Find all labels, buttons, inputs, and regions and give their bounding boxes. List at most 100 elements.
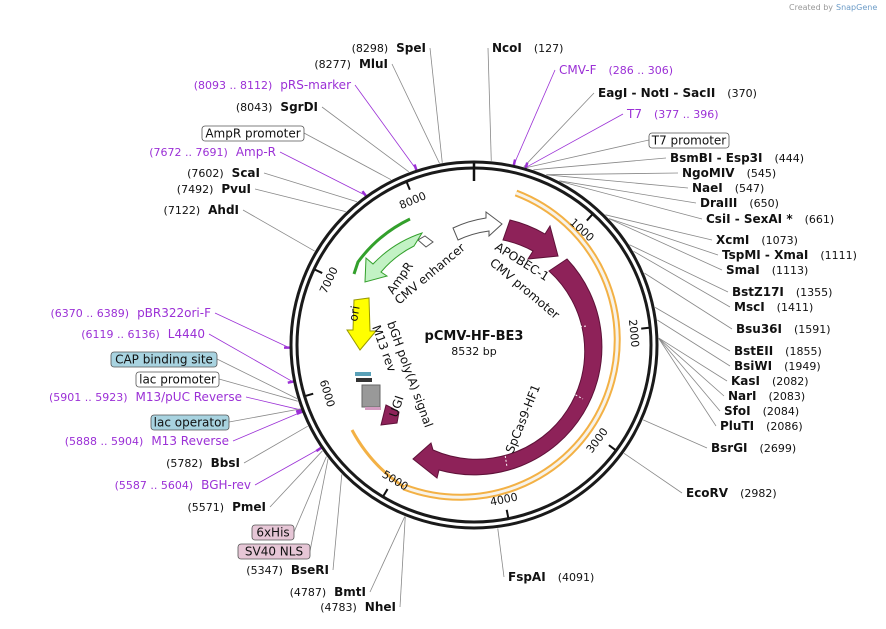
enzyme-name[interactable]: NgoMIV: [682, 166, 735, 180]
enzyme-name[interactable]: SfoI: [724, 404, 751, 418]
enzyme-name[interactable]: PmeI: [232, 500, 266, 514]
enzyme-name[interactable]: EcoRV: [686, 486, 729, 500]
enzyme-position: (1073): [761, 234, 798, 247]
feature-label-box[interactable]: [201, 125, 305, 142]
enzyme-name[interactable]: BstEII: [734, 344, 773, 358]
enzyme-position: (7492): [177, 183, 214, 196]
primer-mark: [315, 446, 323, 453]
primer-name[interactable]: T7: [626, 107, 642, 121]
primer-name[interactable]: pRS-marker: [280, 78, 351, 92]
feature-label-box[interactable]: [135, 371, 220, 388]
enzyme-name[interactable]: PvuI: [221, 182, 251, 196]
feature-label-text: AmpR promoter: [205, 127, 300, 141]
primer-name[interactable]: BGH-rev: [201, 478, 251, 492]
tick-label: 4000: [489, 490, 519, 508]
his-box: [365, 407, 381, 410]
feature-label-text: CAP binding site: [115, 353, 213, 367]
leader-line: [605, 214, 713, 241]
ampr-feature[interactable]: [364, 232, 424, 283]
orange-arc-inner: [403, 191, 619, 499]
enzyme-name[interactable]: NarI: [728, 389, 757, 403]
enzyme-name[interactable]: EagI - NotI - SacII: [598, 86, 715, 100]
plasmid-name: pCMV-HF-BE3: [425, 329, 524, 344]
leader-line: [263, 172, 358, 203]
tick-label: 5000: [380, 468, 411, 494]
leader-line: [523, 92, 595, 168]
tick-label: 6000: [317, 378, 338, 409]
enzyme-name[interactable]: NaeI: [692, 181, 723, 195]
leader-line: [546, 174, 689, 189]
feature-label-box[interactable]: [150, 414, 230, 431]
enzyme-name[interactable]: SpeI: [396, 41, 426, 55]
enzyme-name[interactable]: BsiWI: [734, 359, 772, 373]
ori-feature[interactable]: [346, 297, 378, 351]
enzyme-position: (1411): [777, 301, 814, 314]
enzyme-name[interactable]: SmaI: [726, 263, 760, 277]
enzyme-name[interactable]: BstZ17I: [732, 285, 784, 299]
enzyme-name[interactable]: BsrGI: [711, 441, 748, 455]
enzyme-name[interactable]: BseRI: [291, 563, 329, 577]
ugi-feature[interactable]: [380, 404, 400, 426]
feature-label-box[interactable]: [110, 351, 218, 368]
apobec-feature[interactable]: [502, 219, 559, 260]
enzyme-name[interactable]: AhdI: [208, 203, 239, 217]
primer-name[interactable]: M13 Reverse: [151, 434, 229, 448]
primer-mark: [413, 164, 418, 171]
enzyme-name[interactable]: PluTI: [720, 419, 754, 433]
enzyme-name[interactable]: BmtI: [334, 585, 366, 599]
primer-position: (5888 .. 5904): [65, 435, 144, 448]
enzyme-position: (4787): [290, 586, 327, 599]
enzyme-name[interactable]: MscI: [734, 300, 765, 314]
primer-mark: [287, 380, 294, 384]
ampr-outline-arc: [352, 217, 411, 275]
enzyme-name[interactable]: NcoI: [492, 41, 522, 55]
cmv-promoter-small: [417, 235, 434, 248]
enzyme-name[interactable]: XcmI: [716, 233, 749, 247]
label-leader-lines: [208, 47, 733, 608]
enzyme-position: (650): [749, 197, 779, 210]
enzyme-position: (2699): [760, 442, 797, 455]
enzyme-position: (7602): [187, 167, 224, 180]
cmv-enhancer-feature[interactable]: [452, 211, 503, 241]
enzyme-name[interactable]: NheI: [365, 600, 396, 614]
primer-name[interactable]: L4440: [168, 327, 205, 341]
tick-mark: [586, 213, 593, 222]
orange-arc-tail: [350, 429, 405, 489]
enzyme-position: (661): [805, 213, 835, 226]
enzyme-name[interactable]: SgrDI: [280, 100, 318, 114]
leader-line: [657, 319, 731, 367]
leader-line: [399, 516, 406, 608]
feature-label-box[interactable]: [648, 132, 730, 149]
tick-mark: [608, 444, 616, 451]
primer-name[interactable]: pBR322ori-F: [137, 306, 211, 320]
enzyme-name[interactable]: CsiI - SexAI *: [706, 212, 793, 226]
tick-mark: [314, 268, 323, 274]
primer-position: (286 .. 306): [608, 64, 673, 77]
primer-mark: [296, 410, 303, 415]
primer-name[interactable]: CMV-F: [559, 63, 597, 77]
enzyme-name[interactable]: KasI: [731, 374, 760, 388]
spcas9-feature[interactable]: [412, 258, 603, 479]
enzyme-name[interactable]: MluI: [359, 57, 388, 71]
feature-label-text: 6xHis: [256, 526, 289, 540]
enzyme-name[interactable]: FspAI: [508, 570, 546, 584]
enzyme-name[interactable]: ScaI: [232, 166, 260, 180]
leader-line: [559, 180, 697, 204]
feature-label-text: lac operator: [154, 416, 227, 430]
tick-label: 8000: [397, 189, 428, 212]
enzyme-name[interactable]: TspMI - XmaI: [722, 248, 808, 262]
leader-line: [546, 172, 679, 176]
feature-label-box[interactable]: [251, 524, 295, 541]
enzyme-name[interactable]: Bsu36I: [736, 322, 782, 336]
enzyme-name[interactable]: BsmBI - Esp3I: [670, 151, 762, 165]
enzyme-name[interactable]: DraIII: [700, 196, 737, 210]
primer-name[interactable]: M13/pUC Reverse: [136, 390, 243, 404]
leader-line: [354, 84, 417, 170]
enzyme-name[interactable]: BbsI: [211, 456, 240, 470]
leader-line: [218, 378, 298, 402]
leader-line: [629, 244, 729, 293]
primer-name[interactable]: Amp-R: [236, 145, 276, 159]
feature-label-box[interactable]: [237, 543, 311, 560]
leader-line: [293, 456, 327, 533]
